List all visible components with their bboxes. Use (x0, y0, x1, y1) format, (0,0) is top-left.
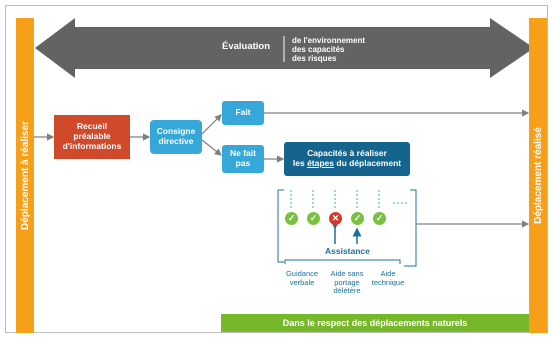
check-icon: ✓ (307, 212, 320, 225)
fait-label: Fait (235, 107, 251, 118)
arrow-to-fait (201, 114, 222, 135)
evaluation-item: des risques (292, 54, 337, 64)
evaluation-list: de l'environnement des capacités des ris… (292, 36, 365, 64)
capacites-box: Capacités à réaliser les étapes du dépla… (284, 142, 410, 176)
consigne-box: Consigne directive (150, 120, 202, 154)
footer-banner: Dans le respect des déplacements naturel… (221, 314, 529, 332)
footer-label: Dans le respect des déplacements naturel… (282, 317, 468, 328)
start-bar: Déplacement à réaliser (16, 18, 34, 333)
check-icon: ✓ (285, 212, 298, 225)
capacites-line: Capacités à réaliser (307, 148, 387, 159)
ne-fait-pas-line: pas (235, 158, 251, 168)
evaluation-label: Évaluation (222, 41, 271, 52)
assistance-label: Assistance (325, 246, 370, 256)
recueil-line: Recueil (76, 121, 108, 132)
fait-box: Fait (222, 101, 264, 125)
arrow-to-ne-fait-pas (201, 139, 222, 156)
check-icon: ✓ (351, 212, 364, 225)
evaluation-item: de l'environnement (292, 36, 366, 45)
capacites-line-2: les étapes du déplacement (292, 158, 402, 168)
consigne-line: directive (158, 136, 194, 146)
ne-fait-pas-box: Ne fait pas (222, 145, 264, 173)
recueil-line: préalable (73, 131, 111, 142)
end-bar: Déplacement réalisé (529, 18, 547, 333)
end-label: Déplacement réalisé (532, 127, 544, 224)
recueil-line: d'informations (62, 140, 122, 151)
recueil-box: Recueil préalable d'informations (54, 115, 130, 159)
start-label: Déplacement à réaliser (19, 121, 31, 230)
cross-icon: ✕ (329, 212, 342, 225)
ne-fait-pas-line: Ne fait (230, 148, 256, 159)
consigne-line: Consigne (156, 126, 196, 137)
evaluation-item: des capacités (292, 45, 345, 55)
check-icon: ✓ (373, 212, 386, 225)
